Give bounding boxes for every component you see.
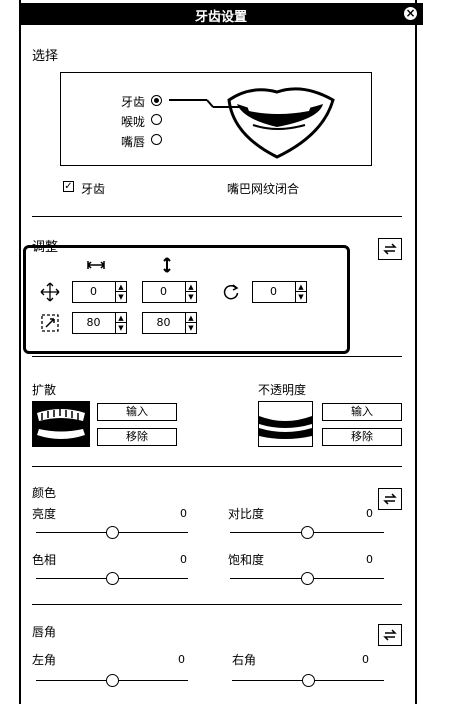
rotate-icon: [223, 284, 239, 300]
left-corner-value: 0: [178, 653, 185, 666]
teeth-checkbox-label: 牙齿: [81, 182, 106, 196]
hue-slider-knob[interactable]: [106, 572, 119, 585]
saturation-value: 0: [366, 553, 373, 566]
increment-icon[interactable]: ▲: [116, 282, 126, 292]
opacity-heading: 不透明度: [258, 383, 307, 397]
scale-x-stepper[interactable]: 80 ▲▼: [72, 312, 127, 334]
radio-throat-label: 喉咙: [121, 115, 146, 129]
scale-y-stepper[interactable]: 80 ▲▼: [142, 312, 197, 334]
reset-icon: [383, 493, 397, 505]
opacity-remove-button[interactable]: 移除: [322, 428, 402, 446]
opacity-thumbnail[interactable]: [258, 401, 313, 447]
lip-corner-reset-button[interactable]: [378, 624, 402, 646]
radio-teeth[interactable]: [151, 95, 162, 106]
divider: [32, 216, 402, 217]
increment-icon[interactable]: ▲: [116, 313, 126, 323]
radio-teeth-label: 牙齿: [121, 95, 146, 109]
saturation-slider-knob[interactable]: [301, 572, 314, 585]
adjust-group-box: [23, 245, 350, 354]
move-y-stepper[interactable]: 0 ▲▼: [142, 281, 197, 303]
mouth-texture-close-label[interactable]: 嘴巴网纹闭合: [227, 182, 300, 196]
move-x-stepper[interactable]: 0 ▲▼: [72, 281, 127, 303]
saturation-label: 饱和度: [228, 553, 265, 567]
lip-corner-heading: 唇角: [32, 625, 57, 639]
spread-remove-button[interactable]: 移除: [97, 428, 177, 446]
close-icon[interactable]: ×: [402, 5, 419, 22]
window-title: 牙齿设置: [194, 10, 247, 25]
divider: [32, 466, 402, 467]
increment-icon[interactable]: ▲: [296, 282, 306, 292]
scale-y-value: 80: [156, 316, 171, 329]
rotate-value: 0: [270, 285, 277, 298]
radio-throat[interactable]: [151, 114, 162, 125]
color-heading: 颜色: [32, 486, 57, 500]
brightness-label: 亮度: [32, 507, 57, 521]
increment-icon[interactable]: ▲: [186, 313, 196, 323]
contrast-label: 对比度: [228, 507, 265, 521]
move-y-value: 0: [160, 285, 167, 298]
radio-lips-label: 嘴唇: [121, 135, 146, 149]
decrement-icon[interactable]: ▼: [188, 324, 194, 332]
increment-icon[interactable]: ▲: [186, 282, 196, 292]
color-reset-button[interactable]: [378, 488, 402, 510]
select-heading: 选择: [32, 49, 59, 64]
move-icon: [40, 282, 60, 302]
brightness-slider-knob[interactable]: [106, 526, 119, 539]
divider: [32, 356, 402, 357]
spread-heading: 扩散: [32, 383, 57, 397]
right-corner-value: 0: [362, 653, 369, 666]
teeth-checkbox[interactable]: ✓: [63, 181, 74, 192]
rotate-stepper[interactable]: 0 ▲▼: [252, 281, 307, 303]
mouth-preview-box: [60, 72, 372, 166]
decrement-icon[interactable]: ▼: [298, 293, 304, 301]
hue-label: 色相: [32, 553, 57, 567]
radio-lips[interactable]: [151, 134, 162, 145]
left-corner-label: 左角: [32, 653, 57, 667]
horizontal-arrow-icon: [87, 261, 105, 269]
scale-icon: [41, 314, 59, 332]
decrement-icon[interactable]: ▼: [188, 293, 194, 301]
decrement-icon[interactable]: ▼: [118, 293, 124, 301]
mouth-illustration-icon: [169, 87, 335, 159]
decrement-icon[interactable]: ▼: [118, 324, 124, 332]
spread-thumbnail[interactable]: [32, 401, 90, 447]
scale-x-value: 80: [86, 316, 101, 329]
reset-icon: [383, 243, 397, 255]
move-x-value: 0: [90, 285, 97, 298]
opacity-input-button[interactable]: 输入: [322, 403, 402, 421]
teeth-settings-panel: [19, 0, 417, 704]
left-corner-slider-knob[interactable]: [106, 674, 119, 687]
right-corner-label: 右角: [232, 653, 257, 667]
title-bar[interactable]: 牙齿设置 ×: [19, 3, 423, 25]
contrast-slider-knob[interactable]: [301, 526, 314, 539]
reset-icon: [383, 629, 397, 641]
lips-thumbnail-icon: [259, 416, 312, 439]
teeth-thumbnail-icon: [34, 403, 88, 445]
adjust-reset-button[interactable]: [378, 238, 402, 260]
brightness-value: 0: [180, 507, 187, 520]
spread-input-button[interactable]: 输入: [97, 403, 177, 421]
hue-value: 0: [180, 553, 187, 566]
divider: [32, 604, 402, 605]
vertical-arrow-icon: [163, 257, 171, 273]
right-corner-slider-knob[interactable]: [302, 674, 315, 687]
contrast-value: 0: [366, 507, 373, 520]
